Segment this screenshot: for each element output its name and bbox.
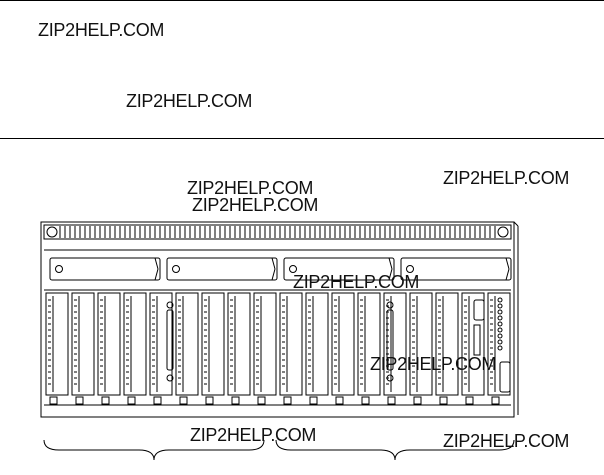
serial-port	[499, 361, 511, 393]
screw-right	[497, 226, 509, 238]
network-port	[473, 324, 481, 356]
card-slots	[45, 292, 511, 405]
indicator-led	[497, 345, 503, 351]
connector-port	[166, 309, 174, 371]
panel-screw	[172, 265, 180, 273]
bracket	[43, 439, 265, 461]
top-panel	[400, 257, 512, 281]
watermark-9: ZIP2HELP.COM	[443, 431, 570, 451]
slot-led	[439, 396, 448, 405]
chassis-frame	[40, 221, 519, 418]
top-panel	[49, 257, 161, 281]
card-slot	[123, 292, 147, 396]
card-slot	[45, 292, 69, 396]
card-slot	[279, 292, 303, 396]
indicator-led	[497, 303, 503, 309]
panel-screw	[406, 265, 414, 273]
vent-strip	[43, 224, 512, 240]
indicator-led	[497, 315, 503, 321]
card-slot	[487, 292, 511, 396]
panel-screw	[55, 265, 63, 273]
indicator-led	[497, 339, 503, 345]
indicator-led	[497, 309, 503, 315]
slot-led	[465, 396, 474, 405]
slot-led	[335, 396, 344, 405]
top-panel	[283, 257, 395, 281]
slot-led	[127, 396, 136, 405]
slot-led	[205, 396, 214, 405]
card-slot	[305, 292, 329, 396]
bracket-group	[43, 439, 515, 461]
connector-screw	[386, 301, 394, 309]
panel-notch	[505, 268, 510, 281]
connector-screw	[386, 374, 394, 382]
bracket	[275, 439, 515, 461]
watermark-8: ZIP2HELP.COM	[190, 425, 317, 445]
watermark-6: ZIP2HELP.COM	[293, 272, 420, 292]
connector-screw	[166, 301, 174, 309]
top-panels	[49, 257, 512, 281]
panel-screw	[289, 265, 297, 273]
chassis-edge	[513, 221, 519, 227]
panel-notch	[271, 257, 276, 270]
card-slot	[227, 292, 251, 396]
card-slot	[253, 292, 277, 396]
panel-notch	[388, 257, 393, 270]
slot-led	[49, 396, 58, 405]
indicator-led	[497, 321, 503, 327]
indicator-led	[497, 333, 503, 339]
top-panel	[166, 257, 278, 281]
card-slot	[383, 292, 407, 396]
slot-led	[387, 396, 396, 405]
card-slot	[97, 292, 121, 396]
card-slot	[331, 292, 355, 396]
panel-notch	[271, 268, 276, 281]
slot-led	[413, 396, 422, 405]
slot-led	[231, 396, 240, 405]
middle-rule	[0, 138, 604, 139]
slot-led	[179, 396, 188, 405]
slot-led	[101, 396, 110, 405]
panel-notch	[505, 257, 510, 270]
connector-port	[386, 309, 394, 371]
top-rule	[0, 0, 604, 1]
indicator-led	[497, 297, 503, 303]
connector-screw	[166, 374, 174, 382]
chassis-outline	[40, 221, 515, 418]
card-slot	[357, 292, 381, 396]
watermark-1: ZIP2HELP.COM	[38, 20, 165, 40]
watermark-5: ZIP2HELP.COM	[443, 168, 570, 188]
watermark-3: ZIP2HELP.COM	[187, 178, 314, 198]
card-slot	[409, 292, 433, 396]
slot-led	[309, 396, 318, 405]
slot-led	[361, 396, 370, 405]
slot-led	[153, 396, 162, 405]
slot-led	[75, 396, 84, 405]
watermark-7: ZIP2HELP.COM	[370, 354, 497, 374]
serial-port	[473, 299, 485, 321]
card-slot	[201, 292, 225, 396]
slot-led	[257, 396, 266, 405]
slot-led	[491, 396, 500, 405]
panel-notch	[154, 268, 159, 281]
card-slot	[461, 292, 485, 396]
card-slot	[175, 292, 199, 396]
slot-led	[283, 396, 292, 405]
watermark-2: ZIP2HELP.COM	[126, 91, 253, 111]
card-slot	[149, 292, 173, 396]
indicator-led	[497, 327, 503, 333]
card-slot	[435, 292, 459, 396]
watermark-4: ZIP2HELP.COM	[192, 195, 319, 215]
card-slot	[71, 292, 95, 396]
panel-notch	[388, 268, 393, 281]
screw-left	[46, 226, 58, 238]
panel-notch	[154, 257, 159, 270]
